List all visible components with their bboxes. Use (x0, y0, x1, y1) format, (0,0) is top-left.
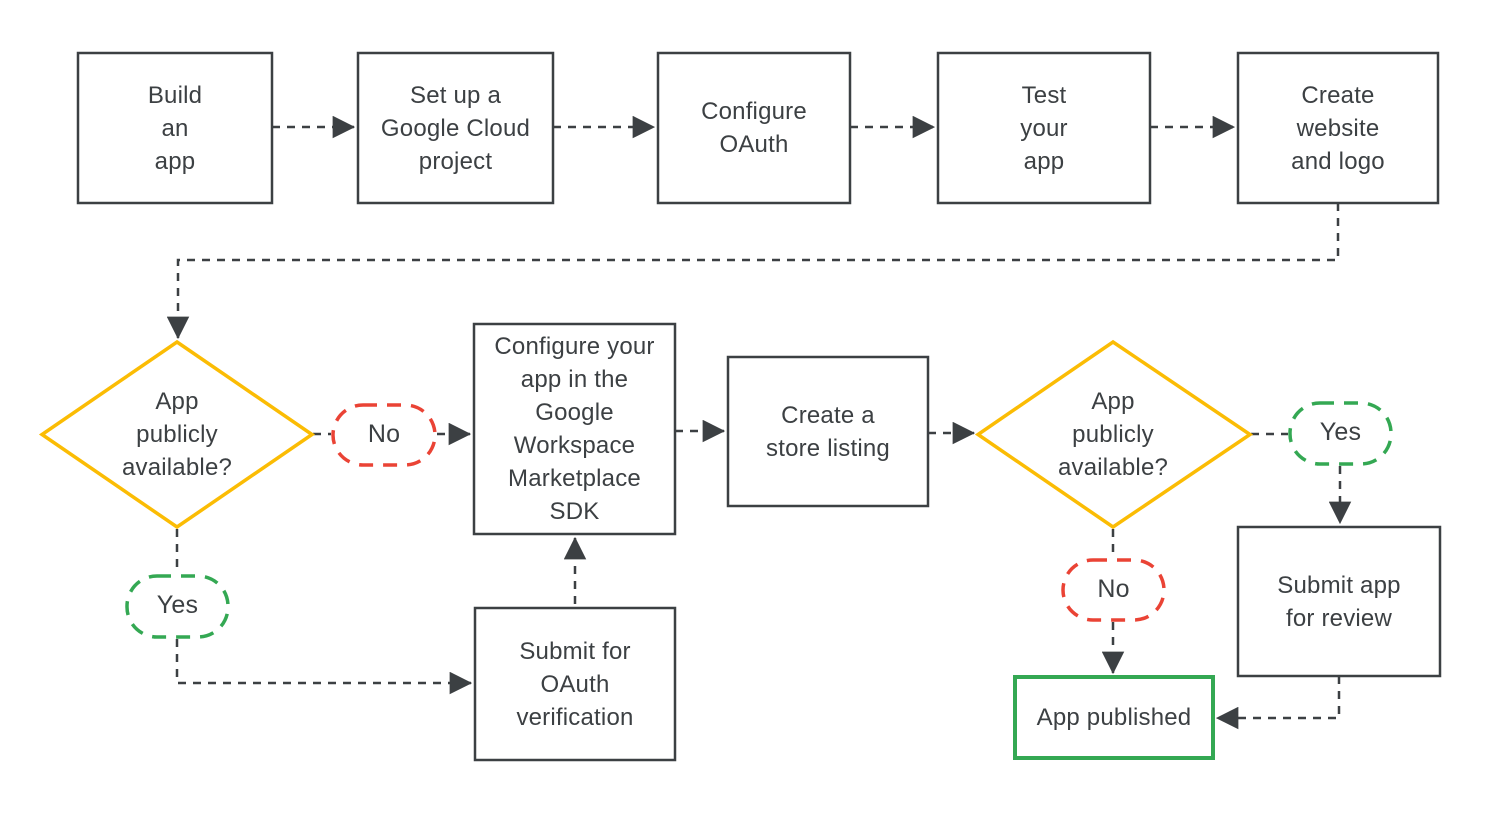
node-no1-label: No (367, 419, 401, 448)
edge-website-to-decision1 (166, 203, 1340, 340)
node-submit-review-label: Submit app for review (1277, 571, 1401, 632)
node-no2-label: No (1097, 574, 1130, 603)
node-decision2-diamond (974, 339, 1254, 530)
node-configure-sdk-label: Configure your app in the Google Workspa… (494, 333, 655, 525)
node-no2-pill (1061, 558, 1166, 622)
node-test-app-box (936, 51, 1152, 205)
node-setup-project-box (356, 51, 555, 205)
node-yes2-label: Yes (1319, 418, 1362, 446)
node-build-app-box (76, 51, 274, 205)
node-app-published-label: App published (1036, 704, 1192, 731)
node-yes1-pill (125, 574, 230, 639)
node-decision2-label: App publicly available? (1057, 387, 1169, 481)
node-decision1-diamond (38, 339, 316, 530)
node-setup-project-label: Set up a Google Cloud project (380, 81, 531, 175)
node-test-app-label: Test your app (1020, 81, 1068, 175)
node-store-listing-label: Create a store listing (766, 401, 890, 462)
node-submit-oauth-label: Submit for OAuth verification (516, 637, 634, 731)
edge-yes1-to-submit-oauth (175, 639, 473, 695)
node-submit-review-box (1236, 525, 1442, 678)
node-build-app-label: Build an app (147, 81, 203, 175)
node-no1-pill (331, 403, 437, 467)
node-yes1-label: Yes (156, 591, 199, 619)
node-submit-oauth-box (473, 606, 677, 762)
edge-submit-review-to-published (1215, 676, 1341, 730)
node-create-website-label: Create website and logo (1291, 81, 1385, 175)
node-store-listing-box (726, 355, 930, 508)
node-configure-oauth-label: Configure OAuth (701, 98, 807, 158)
node-app-published-box (1013, 675, 1215, 760)
node-configure-sdk-box (472, 322, 677, 536)
node-yes2-pill (1288, 401, 1393, 466)
node-configure-oauth-box (656, 51, 852, 205)
node-create-website-box (1236, 51, 1440, 205)
node-decision1-label: App publicly available? (121, 387, 233, 481)
